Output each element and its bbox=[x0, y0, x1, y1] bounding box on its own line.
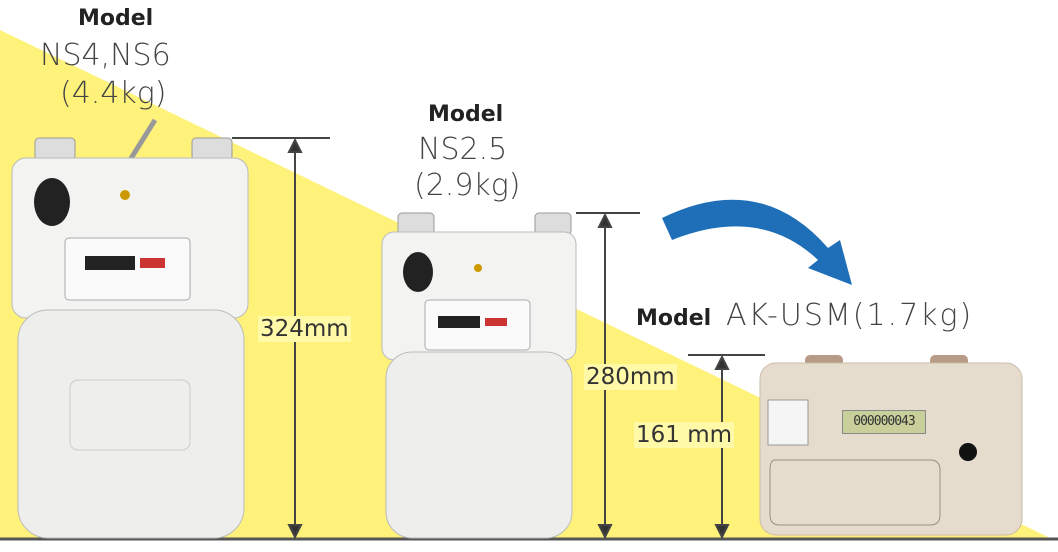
meter-ns4-ns6 bbox=[11, 118, 249, 539]
model-name-1: NS4,NS6 bbox=[40, 38, 171, 73]
model-weight-2: (2.9kg) bbox=[414, 168, 521, 203]
curved-arrow-icon bbox=[662, 199, 852, 285]
height-label-161: 161 mm bbox=[634, 422, 735, 448]
height-label-280: 280mm bbox=[584, 364, 677, 390]
model-label-1: Model bbox=[78, 6, 154, 31]
model-name-3: AK-USM(1.7kg) bbox=[726, 298, 974, 333]
meter-ak-usm bbox=[759, 355, 1023, 536]
model-name-2: NS2.5 bbox=[418, 132, 508, 167]
model-label-3: Model bbox=[636, 306, 712, 331]
meter-ns2-5 bbox=[381, 212, 577, 539]
model-weight-1: (4.4kg) bbox=[60, 76, 167, 111]
height-label-324: 324mm bbox=[258, 316, 351, 342]
model-label-2: Model bbox=[428, 102, 504, 127]
meter-lcd-display: 000000043 bbox=[842, 410, 926, 434]
